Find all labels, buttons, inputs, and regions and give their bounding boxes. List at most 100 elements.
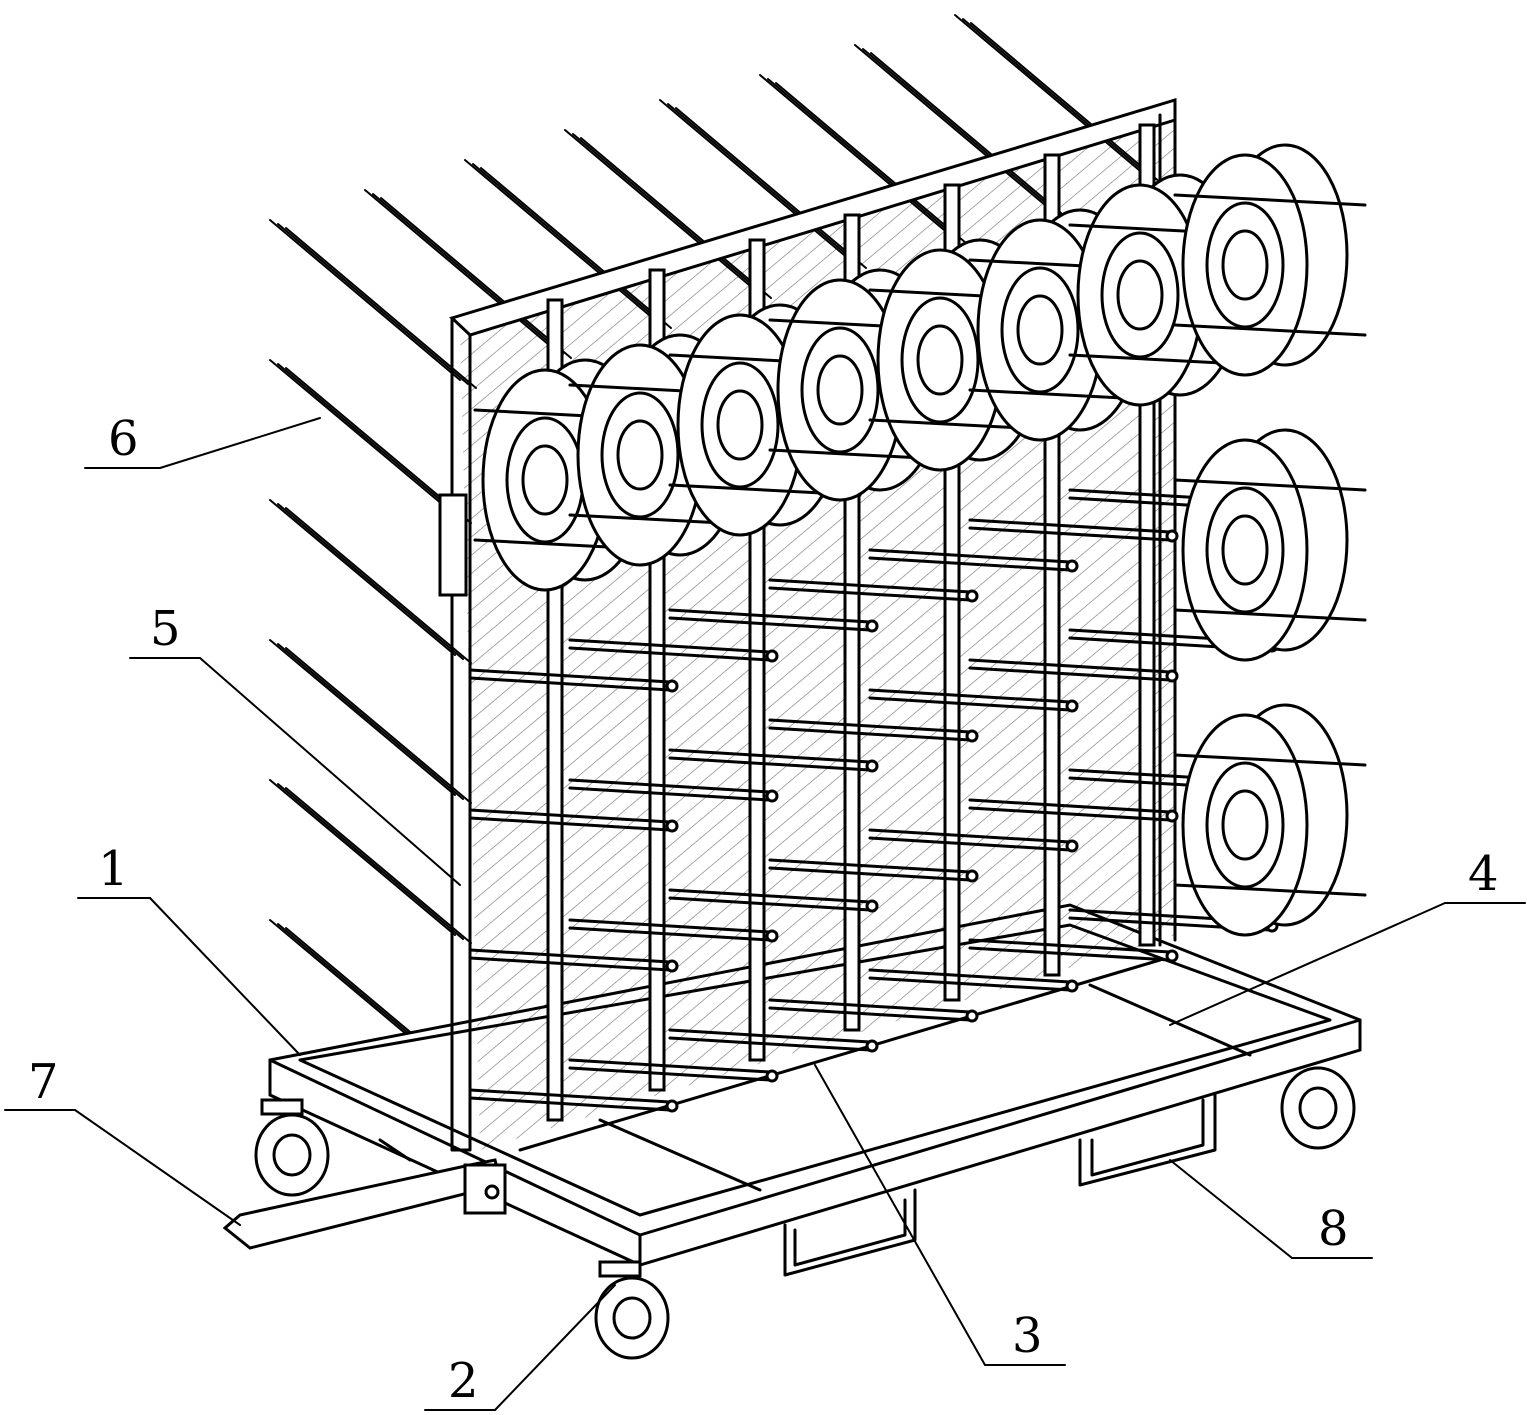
rod-front: [468, 668, 672, 684]
rod-front: [568, 926, 772, 942]
rod-end: [1165, 529, 1179, 543]
rod-front: [768, 866, 972, 882]
rod-back: [277, 223, 469, 385]
rod-end: [865, 759, 879, 773]
rod-end: [665, 679, 679, 693]
rod-front: [768, 858, 972, 874]
rod-end: [1065, 699, 1079, 713]
rod-front: [668, 888, 872, 904]
reel-core: [816, 354, 864, 426]
reel-rod: [1173, 478, 1367, 492]
cable-reels: [473, 143, 1367, 937]
reel-core: [1221, 229, 1269, 301]
rod-front: [668, 748, 872, 764]
reel-rod: [1173, 193, 1367, 207]
rod-end: [665, 959, 679, 973]
rod-front: [468, 676, 672, 692]
rod-back: [269, 639, 456, 796]
rod-end: [865, 619, 879, 633]
rod-front: [568, 786, 772, 802]
rod-front: [968, 658, 1172, 674]
reel-core: [916, 324, 964, 396]
rod-front: [768, 718, 972, 734]
label-8: 8: [1318, 1201, 1349, 1257]
reel-core: [1221, 514, 1269, 586]
rod-end: [765, 789, 779, 803]
rod-front: [768, 998, 972, 1014]
rod-end: [865, 899, 879, 913]
label-7: 7: [28, 1054, 59, 1110]
rod-front: [768, 578, 972, 594]
rod-end: [865, 1039, 879, 1053]
reference-numerals: 6 5 1 7 2 3 4 8: [28, 411, 1499, 1409]
rod-front: [868, 688, 1072, 704]
rod-front: [468, 808, 672, 824]
rod-front: [668, 608, 872, 624]
rod-back: [277, 643, 464, 800]
rod-front: [468, 948, 672, 964]
rod-front: [868, 548, 1072, 564]
reel: [1173, 143, 1367, 377]
reel-core: [1116, 259, 1164, 331]
rod-front: [468, 956, 672, 972]
reel-rod: [1173, 323, 1367, 337]
rod-back: [277, 363, 464, 520]
reel-core: [616, 419, 664, 491]
label-4: 4: [1468, 846, 1499, 902]
rod-front: [568, 1058, 772, 1074]
reel-rod: [1173, 608, 1367, 622]
reel-hub: [1000, 266, 1080, 394]
rod-end: [765, 1069, 779, 1083]
rod-end: [965, 589, 979, 603]
rod-end: [965, 729, 979, 743]
casters: [254, 1066, 1356, 1360]
rod-end: [765, 929, 779, 943]
reel-hub: [700, 361, 780, 489]
reel-core: [521, 444, 569, 516]
rod-end: [765, 649, 779, 663]
reel: [1173, 428, 1367, 662]
reel-hub: [1205, 761, 1285, 889]
rod-front: [968, 938, 1172, 954]
label-6: 6: [108, 411, 139, 467]
rod-front: [568, 638, 772, 654]
rod-front: [468, 1096, 672, 1112]
label-2: 2: [448, 1353, 479, 1409]
rod-end: [1165, 669, 1179, 683]
rod-front: [568, 778, 772, 794]
rod-front: [468, 1088, 672, 1104]
rod-front: [468, 816, 672, 832]
rod-back: [285, 647, 472, 804]
reel-hub: [1100, 231, 1180, 359]
rod-front: [868, 696, 1072, 712]
rod-front: [668, 616, 872, 632]
rod-front: [868, 556, 1072, 572]
rod-front: [568, 918, 772, 934]
fork-pocket: [783, 1093, 1217, 1277]
rod-front: [568, 1066, 772, 1082]
rod-back: [285, 507, 472, 664]
rod-front: [968, 666, 1172, 682]
rod-front: [868, 828, 1072, 844]
rod-front: [868, 976, 1072, 992]
rod-end: [1165, 809, 1179, 823]
rod-front: [968, 798, 1172, 814]
rod-front: [768, 586, 972, 602]
rod-end: [965, 869, 979, 883]
label-1: 1: [98, 841, 129, 897]
rod-front: [968, 518, 1172, 534]
rod-end: [665, 1099, 679, 1113]
reel-rod: [1173, 883, 1367, 897]
reel-hub: [1205, 201, 1285, 329]
reel-core: [1016, 294, 1064, 366]
reel-hub: [1205, 486, 1285, 614]
reel-core: [1221, 789, 1269, 861]
rod-back: [269, 359, 456, 516]
rod-front: [868, 836, 1072, 852]
rod-end: [1065, 979, 1079, 993]
reel: [1173, 703, 1367, 937]
rod-back: [277, 503, 464, 660]
rod-front: [668, 756, 872, 772]
